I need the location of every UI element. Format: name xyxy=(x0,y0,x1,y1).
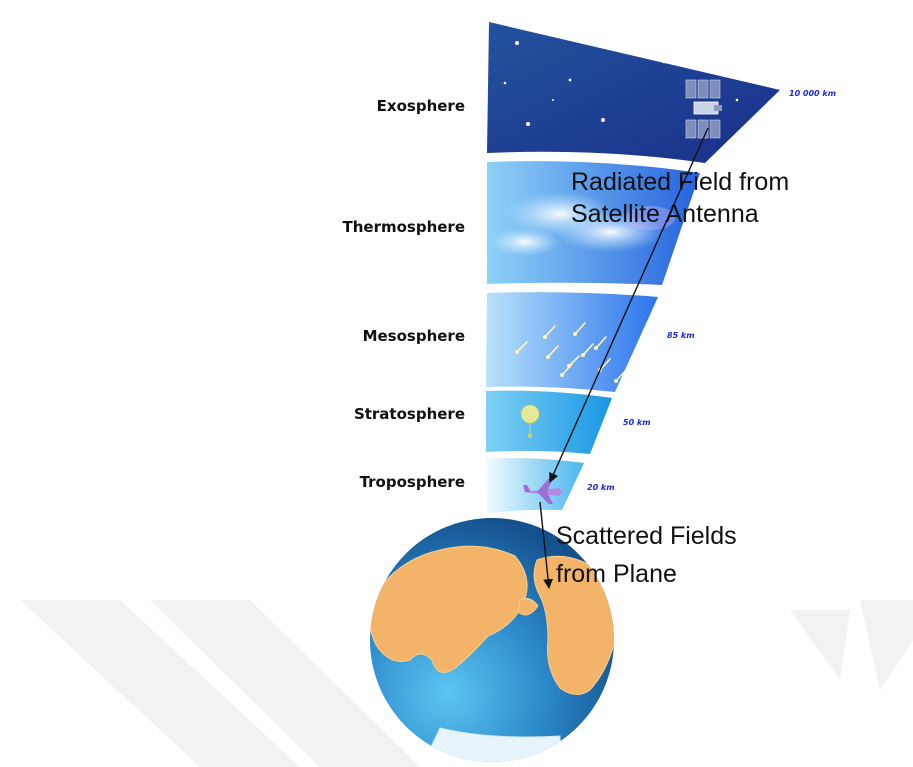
earth-globe xyxy=(370,518,614,762)
altitude-label-mesosphere: 50 km xyxy=(623,418,651,427)
layer-stratosphere xyxy=(486,390,612,454)
balloon-icon xyxy=(520,404,540,438)
layer-label-thermosphere: Thermosphere xyxy=(342,218,465,236)
altitude-label-stratosphere: 20 km xyxy=(587,483,615,492)
watermark xyxy=(20,600,913,767)
layer-mesosphere xyxy=(486,292,658,392)
radiated-field-arrow xyxy=(549,127,709,483)
scattered-field-arrow xyxy=(539,501,553,589)
layer-troposphere xyxy=(486,458,584,513)
plane-callout-line-2: from Plane xyxy=(556,560,677,588)
altitude-label-thermosphere: 85 km xyxy=(667,331,695,340)
layer-exosphere xyxy=(487,22,780,163)
asia-landmass xyxy=(370,545,528,673)
altitude-label-exosphere: 10 000 km xyxy=(789,89,836,98)
plane-icon xyxy=(523,478,563,504)
aurora-cloud xyxy=(490,192,675,256)
layer-label-stratosphere: Stratosphere xyxy=(354,405,465,423)
layer-label-mesosphere: Mesosphere xyxy=(363,327,465,345)
plane-callout-line-1: Scattered Fields xyxy=(556,522,737,550)
satellite-callout-line-2: Satellite Antenna xyxy=(571,200,759,228)
star-icon xyxy=(503,37,739,126)
satellite-callout-line-1: Radiated Field from xyxy=(571,168,789,196)
layer-thermosphere xyxy=(487,161,700,285)
satellite-icon xyxy=(685,79,722,139)
layer-label-exosphere: Exosphere xyxy=(377,97,465,115)
layer-label-troposphere: Troposphere xyxy=(360,473,465,491)
